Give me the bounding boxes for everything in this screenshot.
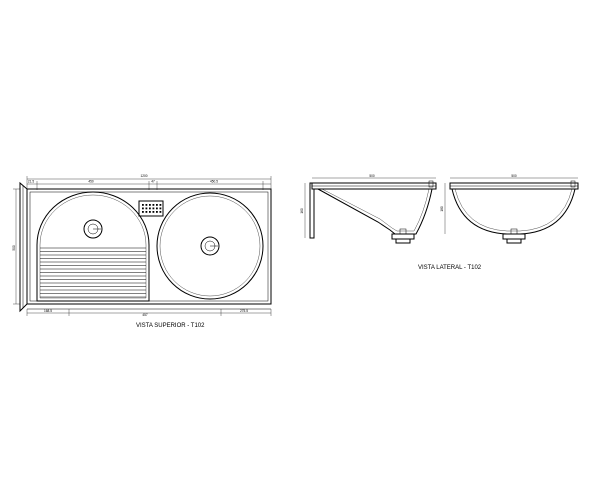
dim-overall-width: 1200 xyxy=(140,174,147,178)
side-view-front xyxy=(444,177,579,244)
dim-left-bowl: 450 xyxy=(88,180,94,184)
grille-hole xyxy=(142,211,144,213)
wall-return xyxy=(19,181,28,313)
grille-hole xyxy=(152,204,155,206)
side-view-profile xyxy=(304,177,437,244)
grille-hole xyxy=(142,204,144,206)
dim-overall-depth: 500 xyxy=(12,245,16,251)
dim-side-width: 500 xyxy=(369,174,375,178)
grille-hole xyxy=(159,211,162,213)
dim-front-width: 500 xyxy=(511,174,517,178)
grille-hole xyxy=(156,211,158,213)
grille-hole xyxy=(152,211,155,213)
side-view-caption: VISTA LATERAL - T102 xyxy=(418,265,482,271)
dim-side-height: 160 xyxy=(300,208,304,214)
dim-left-offset: 21.5 xyxy=(28,180,34,184)
dim-right-bowl: 450.5 xyxy=(210,180,218,184)
drainboard-ribs xyxy=(40,247,146,298)
dispenser-grille xyxy=(138,200,164,217)
grille-hole xyxy=(149,211,151,213)
grille-hole xyxy=(145,207,148,210)
dim-bottom-center: 457 xyxy=(142,313,148,317)
grille-hole xyxy=(145,204,148,206)
dim-bottom-right: 275.5 xyxy=(240,309,248,313)
grille-hole xyxy=(159,204,162,206)
top-dimension-lines xyxy=(13,176,272,316)
dim-bottom-left: 168.5 xyxy=(44,309,52,313)
right-drain-icon xyxy=(200,236,220,256)
left-bowl xyxy=(36,191,150,302)
grille-hole xyxy=(145,211,148,213)
left-drain-icon xyxy=(83,219,103,239)
dim-gap: 47 xyxy=(151,180,155,184)
grille-hole xyxy=(156,207,158,210)
top-view: 1200 21.5 450 47 450.5 500 168.5 457 275… xyxy=(12,174,272,317)
top-view-caption: VISTA SUPERIOR - T102 xyxy=(136,323,205,329)
grille-hole xyxy=(149,207,151,210)
grille-hole xyxy=(142,207,144,210)
grille-hole xyxy=(152,207,155,210)
dim-front-height: 180 xyxy=(440,206,444,212)
right-bowl xyxy=(156,192,264,300)
grille-hole xyxy=(159,207,162,210)
grille-hole xyxy=(156,204,158,206)
grille-hole xyxy=(149,204,151,206)
